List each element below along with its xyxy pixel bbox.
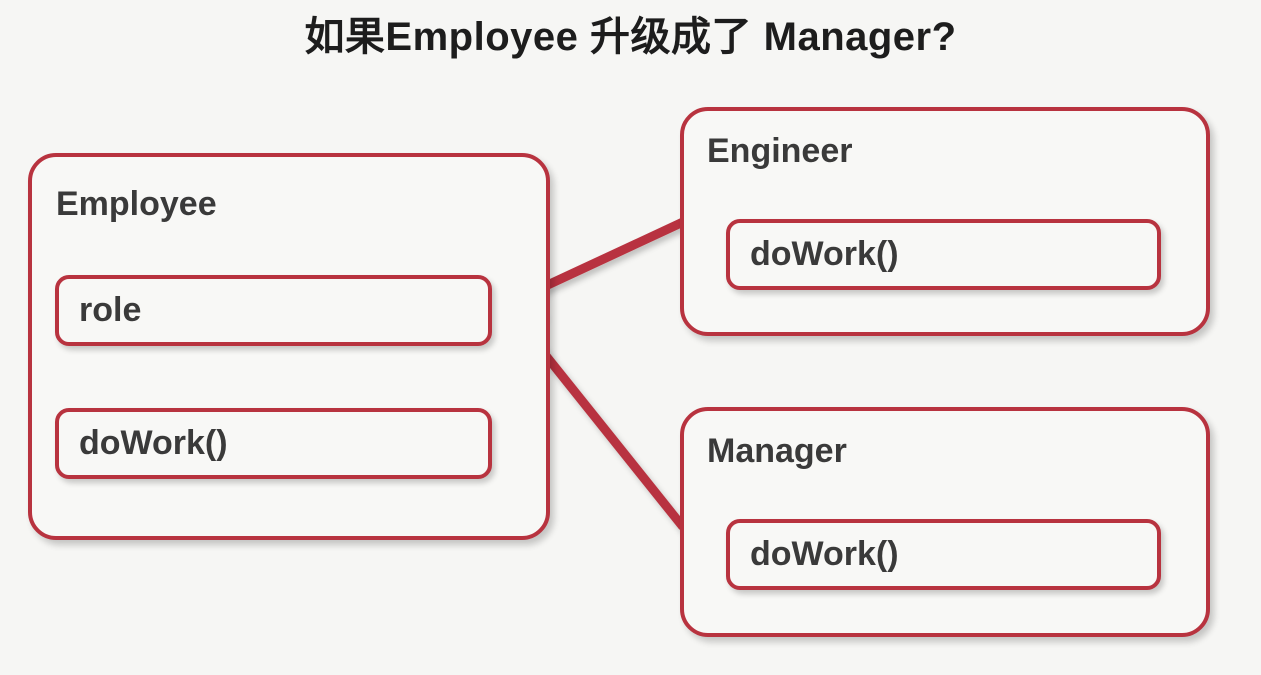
page-title: 如果Employee 升级成了 Manager? bbox=[304, 15, 957, 59]
member-box-manager-dowork[interactable]: doWork() bbox=[726, 519, 1161, 590]
member-box-employee-role[interactable]: role bbox=[55, 275, 492, 346]
member-label-manager-dowork: doWork() bbox=[750, 535, 899, 573]
member-box-employee-dowork[interactable]: doWork() bbox=[55, 408, 492, 479]
member-box-engineer-dowork[interactable]: doWork() bbox=[726, 219, 1161, 290]
member-label-employee-dowork: doWork() bbox=[79, 424, 228, 462]
member-label-engineer-dowork: doWork() bbox=[750, 235, 899, 273]
class-title-engineer: Engineer bbox=[707, 132, 853, 170]
class-title-employee: Employee bbox=[56, 185, 217, 223]
class-title-manager: Manager bbox=[707, 432, 847, 470]
member-label-employee-role: role bbox=[79, 291, 142, 329]
